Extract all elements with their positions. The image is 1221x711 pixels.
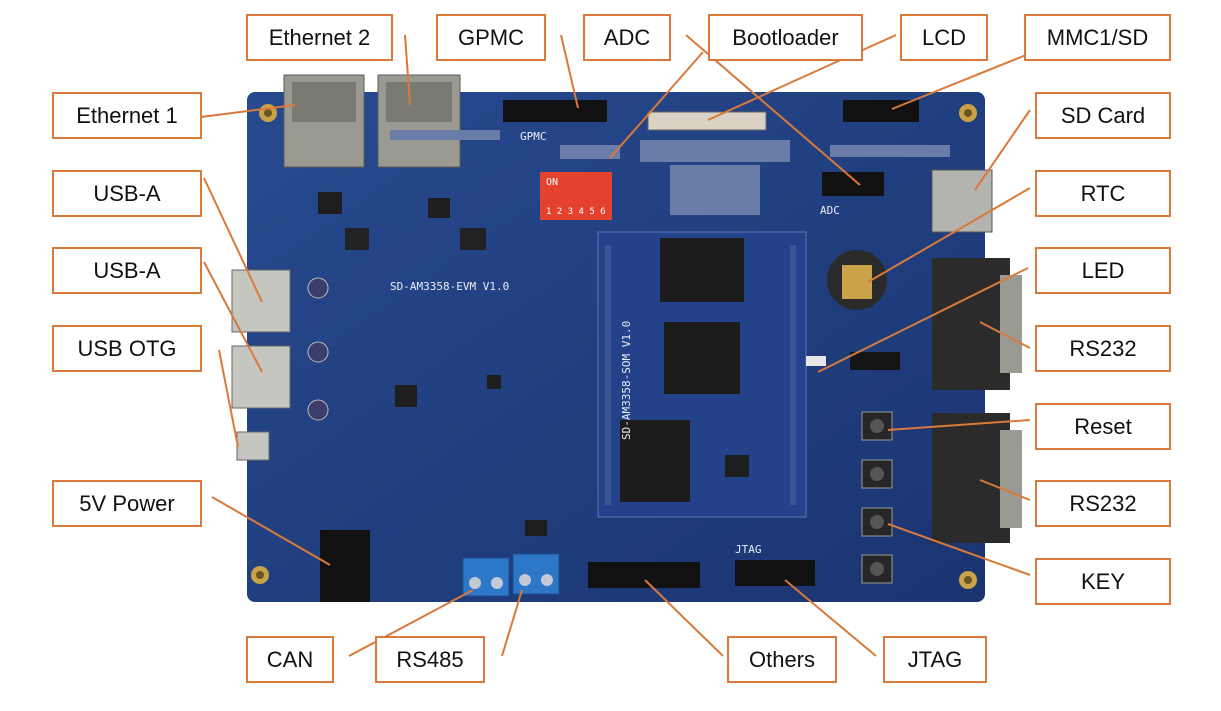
adc-header: [822, 172, 884, 196]
som-ram-chip: [660, 238, 744, 302]
dip-on-text: ON: [546, 177, 558, 188]
label-gpmc: GPMC: [436, 14, 546, 61]
led-component: [806, 356, 826, 366]
jtag-silkscreen: JTAG: [735, 543, 762, 556]
label-led: LED: [1035, 247, 1171, 294]
label-bootloader: Bootloader: [708, 14, 863, 61]
label-usb-a-1: USB-A: [52, 170, 202, 217]
lcd-connector: [647, 111, 767, 131]
usb-a-port-2: [231, 345, 291, 409]
som-flash-chip: [620, 420, 690, 502]
label-ethernet-1: Ethernet 1: [52, 92, 202, 139]
db9-connector-1: [932, 258, 1010, 390]
others-header: [588, 562, 700, 588]
db9-connector-2: [932, 413, 1010, 543]
can-terminal: [462, 557, 510, 597]
power-jack: [320, 530, 370, 602]
label-can: CAN: [246, 636, 334, 683]
label-5v-power: 5V Power: [52, 480, 202, 527]
ethernet-jacks: [283, 74, 461, 168]
label-usb-otg: USB OTG: [52, 325, 202, 372]
callout-lines: [200, 34, 1032, 657]
usb-otg-port: [236, 431, 270, 461]
som-silkscreen: SD-AM3358-SOM V1.0: [620, 321, 633, 440]
gpmc-silkscreen: GPMC: [520, 130, 547, 143]
label-rs485: RS485: [375, 636, 485, 683]
board-silkscreen: SD-AM3358-EVM V1.0: [390, 280, 509, 293]
label-ethernet-2: Ethernet 2: [246, 14, 393, 61]
label-key: KEY: [1035, 558, 1171, 605]
label-others: Others: [727, 636, 837, 683]
label-mmc1-sd: MMC1/SD: [1024, 14, 1171, 61]
tact-buttons: [861, 411, 893, 584]
label-rs232-1: RS232: [1035, 325, 1171, 372]
label-adc: ADC: [583, 14, 671, 61]
dip-switch: [540, 172, 612, 220]
adc-silkscreen: ADC: [820, 204, 840, 217]
label-sd-card: SD Card: [1035, 92, 1171, 139]
label-jtag: JTAG: [883, 636, 987, 683]
dip-numbers-text: 1 2 3 4 5 6: [546, 207, 606, 217]
usb-a-port-1: [231, 269, 291, 333]
jtag-header: [735, 560, 815, 586]
label-reset: Reset: [1035, 403, 1171, 450]
label-lcd: LCD: [900, 14, 988, 61]
label-rtc: RTC: [1035, 170, 1171, 217]
label-rs232-2: RS232: [1035, 480, 1171, 527]
label-usb-a-2: USB-A: [52, 247, 202, 294]
gpmc-header: [503, 100, 607, 122]
smd-components: [390, 130, 950, 215]
som-cpu-chip: [664, 322, 740, 394]
rs485-terminal: [512, 553, 560, 595]
